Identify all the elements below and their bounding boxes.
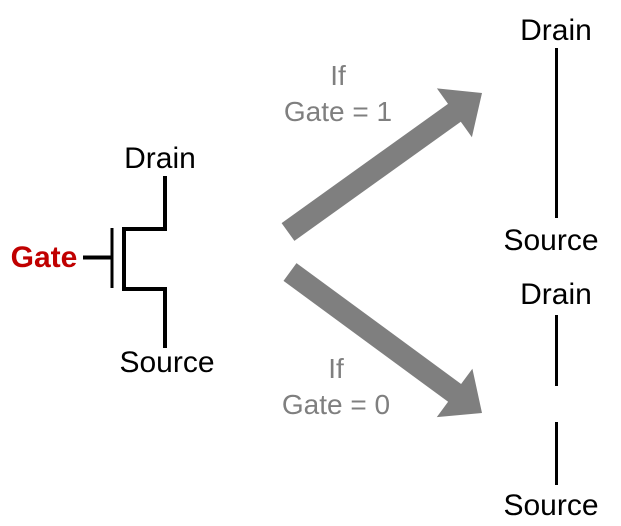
- result-gate0-source-label: Source: [503, 489, 599, 522]
- mosfet-drain-label: Drain: [124, 142, 196, 175]
- mosfet-symbol: [83, 176, 167, 348]
- mosfet-body-wire: [122, 176, 167, 348]
- condition-gate1-label: If Gate = 1: [268, 58, 408, 130]
- result-gate0-drain-label: Drain: [520, 278, 592, 311]
- mosfet-source-label: Source: [119, 346, 215, 379]
- result-gate1-drain-label: Drain: [520, 14, 592, 47]
- mosfet-gate-label: Gate: [10, 241, 78, 274]
- result-gate1-source-label: Source: [503, 224, 599, 257]
- condition-gate0-line2: Gate = 0: [281, 389, 391, 420]
- condition-gate0-line1: If: [328, 353, 344, 384]
- arrow-gate0-icon: [283, 263, 482, 418]
- condition-gate1-line2: Gate = 1: [283, 96, 393, 127]
- arrow-gate1-icon: [281, 88, 482, 241]
- condition-gate1-line1: If: [330, 60, 346, 91]
- condition-gate0-label: If Gate = 0: [266, 351, 406, 423]
